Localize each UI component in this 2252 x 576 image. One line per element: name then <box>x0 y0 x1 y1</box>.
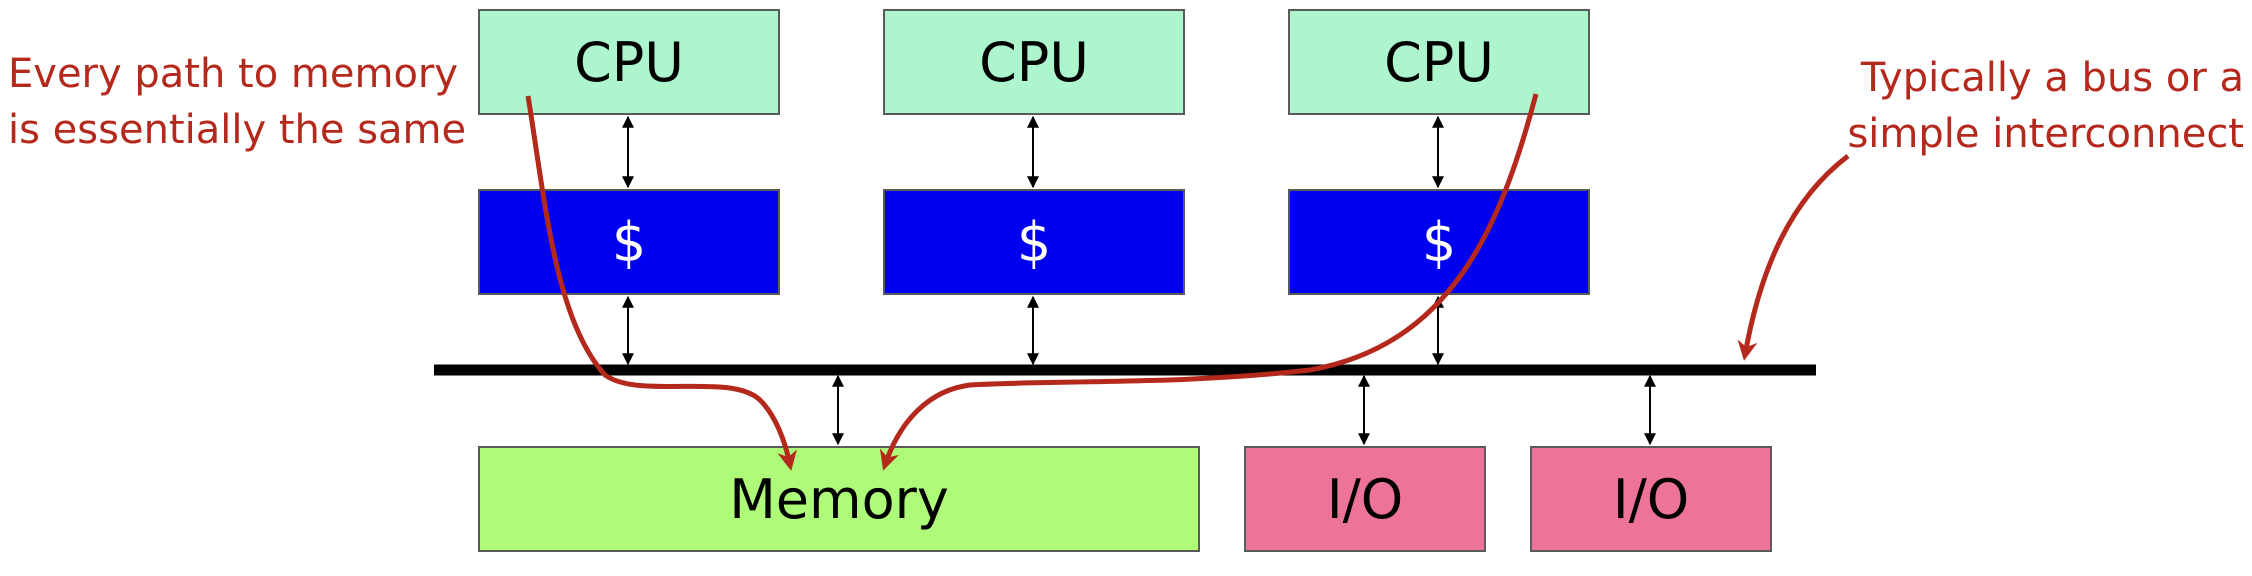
cpu-label: CPU <box>1384 30 1494 94</box>
io-label: I/O <box>1612 467 1690 531</box>
io-box-1: I/O <box>1244 446 1486 552</box>
right-annotation: Typically a bus or a simple interconnect <box>1847 50 2244 162</box>
io-label: I/O <box>1326 467 1404 531</box>
left-annotation: Every path to memory is essentially the … <box>8 46 466 158</box>
io-box-2: I/O <box>1530 446 1772 552</box>
cache-label: $ <box>1421 210 1457 274</box>
cpu-box-3: CPU <box>1288 9 1590 115</box>
right-path-arrow <box>879 93 1539 471</box>
cache-box-2: $ <box>883 189 1185 295</box>
right-annotation-line-1: Typically a bus or a <box>1860 55 2244 101</box>
cpu-label: CPU <box>979 30 1089 94</box>
cache-box-1: $ <box>478 189 780 295</box>
cpu-box-2: CPU <box>883 9 1185 115</box>
cpu-label: CPU <box>574 30 684 94</box>
cache-label: $ <box>611 210 647 274</box>
cache-box-3: $ <box>1288 189 1590 295</box>
memory-label: Memory <box>729 467 949 531</box>
cpu-box-1: CPU <box>478 9 780 115</box>
memory-box: Memory <box>478 446 1200 552</box>
left-annotation-line-2: is essentially the same <box>8 107 467 153</box>
cache-label: $ <box>1016 210 1052 274</box>
left-annotation-line-1: Every path to memory <box>8 51 459 97</box>
bus-pointer-arrow <box>1737 154 1850 361</box>
right-annotation-line-2: simple interconnect <box>1847 111 2244 157</box>
left-path-arrow <box>525 95 798 471</box>
